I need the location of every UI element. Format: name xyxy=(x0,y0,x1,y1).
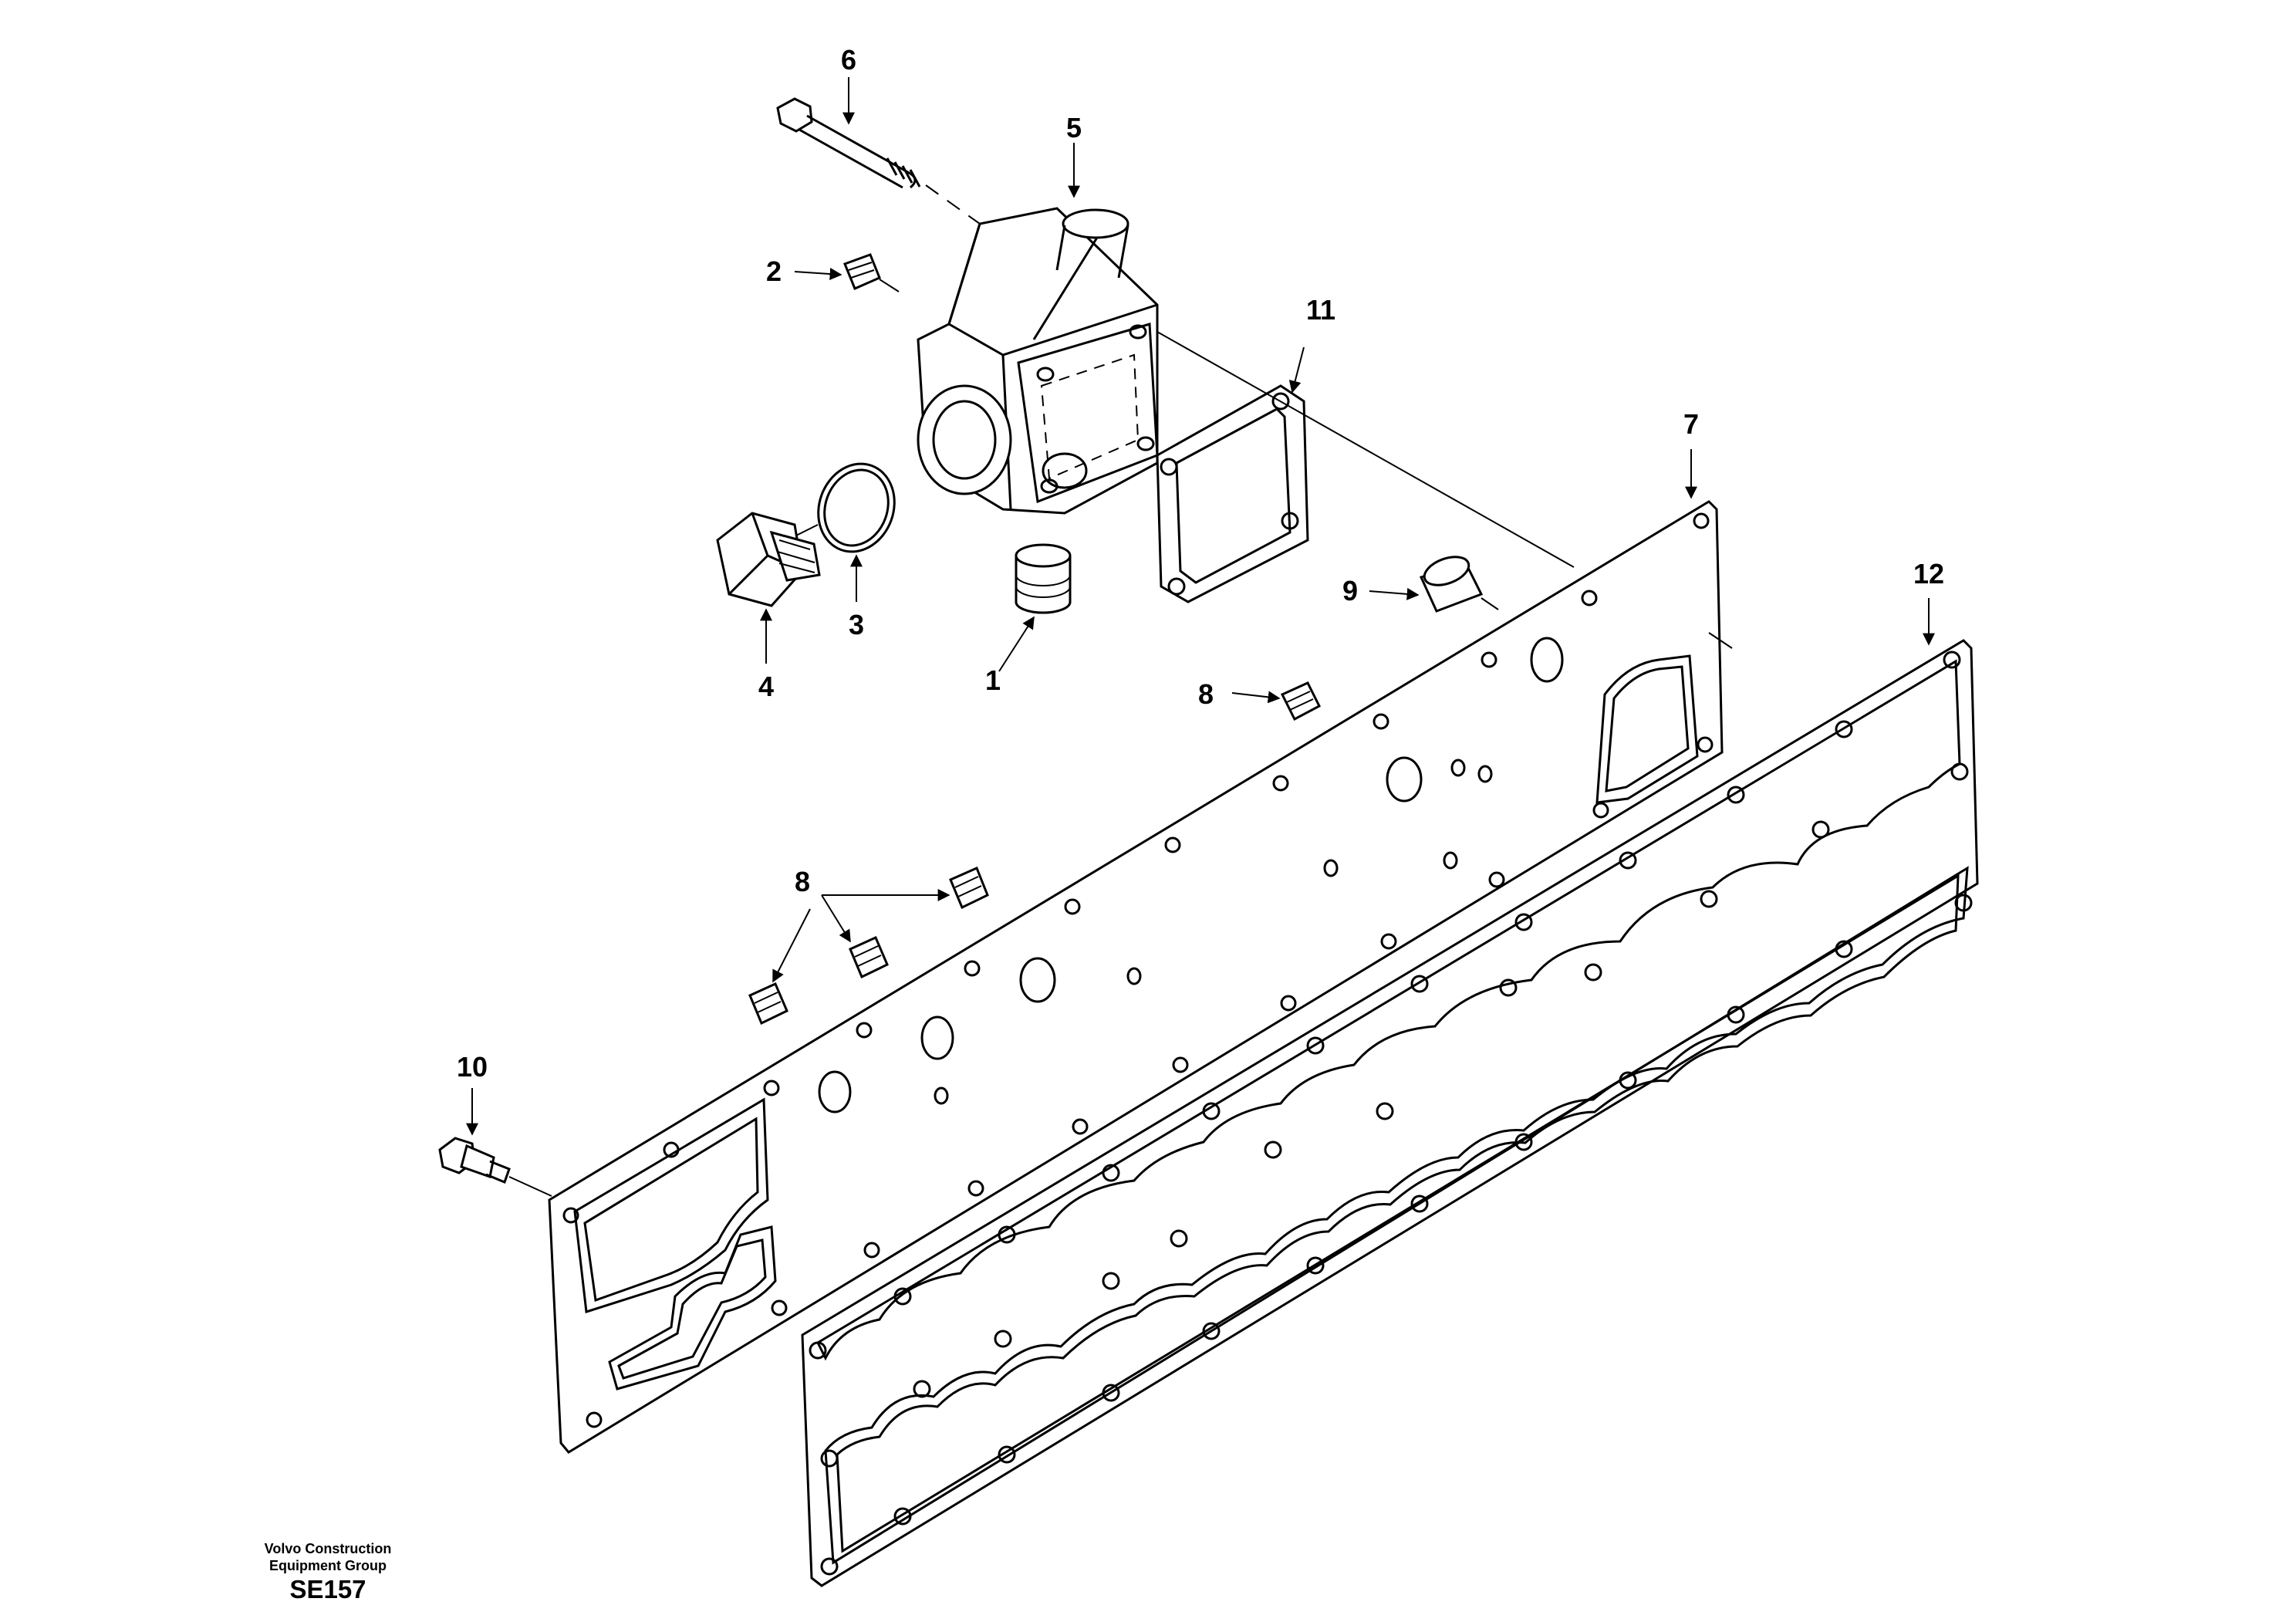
hex-plug-part-4 xyxy=(716,512,821,607)
leader-arrows xyxy=(466,77,1935,1136)
plug-part-8-top xyxy=(1280,681,1321,721)
footer-credit: Volvo Construction Equipment Group SE157 xyxy=(231,1540,424,1605)
callout-12: 12 xyxy=(1913,558,1944,590)
gasket-part-12 xyxy=(801,639,1979,1587)
o-ring-part-3 xyxy=(794,462,896,553)
callout-7: 7 xyxy=(1683,408,1699,440)
plug-part-9 xyxy=(1419,556,1499,613)
plug-part-8-b xyxy=(849,936,889,979)
plug-part-8-c xyxy=(748,982,788,1026)
callout-11: 11 xyxy=(1306,294,1335,326)
fitting-part-10 xyxy=(438,1137,552,1197)
callout-3: 3 xyxy=(849,609,864,640)
callout-8-top: 8 xyxy=(1198,678,1214,710)
callout-5: 5 xyxy=(1066,112,1082,144)
diagram-code: SE157 xyxy=(289,1575,366,1603)
cover-plate-holes xyxy=(562,512,1714,1428)
callout-1: 1 xyxy=(985,664,1001,696)
plug-part-2 xyxy=(843,253,900,292)
callout-10: 10 xyxy=(457,1051,488,1083)
gasket-part-11 xyxy=(1156,331,1575,603)
cover-plate-part-7 xyxy=(548,500,1733,1454)
thermostat-housing-part-5 xyxy=(917,207,1159,515)
footer-company-line-1: Volvo Construction xyxy=(264,1541,392,1556)
plug-part-8-a xyxy=(949,867,989,910)
bolt-part-6 xyxy=(776,97,981,225)
callout-9: 9 xyxy=(1342,575,1358,607)
callout-4: 4 xyxy=(758,671,774,702)
callout-8-group: 8 xyxy=(795,866,810,897)
callout-labels: 6 5 2 11 7 12 9 3 4 1 8 8 10 xyxy=(457,44,1944,1083)
seal-part-1 xyxy=(1015,543,1072,614)
callout-6: 6 xyxy=(841,44,856,76)
gasket-holes xyxy=(809,650,1973,1576)
footer-company-line-2: Equipment Group xyxy=(269,1558,387,1573)
callout-2: 2 xyxy=(766,255,782,287)
